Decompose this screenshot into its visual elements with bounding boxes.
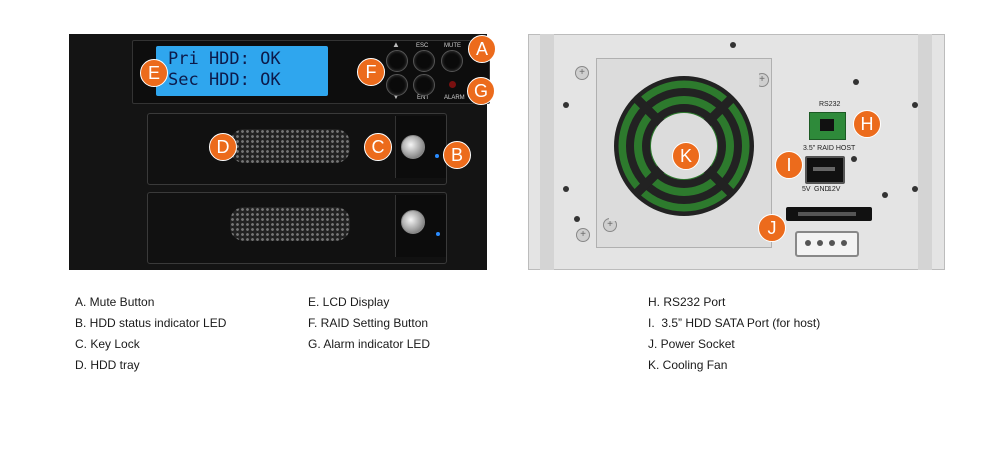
marker-g: G <box>467 77 495 105</box>
legend-d: D. HDD tray <box>75 358 140 372</box>
hdd-led-2 <box>436 232 440 236</box>
legend-f: F. RAID Setting Button <box>308 316 428 330</box>
legend-e: E. LCD Display <box>308 295 389 309</box>
lcd-line-1: Pri HDD: OK <box>168 49 281 69</box>
up-button[interactable] <box>386 50 408 72</box>
legend-k: K. Cooling Fan <box>648 358 727 372</box>
marker-h: H <box>853 110 881 138</box>
rear-left-flange <box>540 34 554 270</box>
mute-label: MUTE <box>444 43 461 49</box>
mute-button[interactable] <box>441 50 463 72</box>
marker-d: D <box>209 133 237 161</box>
marker-i: I <box>775 151 803 179</box>
screw-icon: + <box>575 66 589 80</box>
tray-2-grille <box>230 207 350 241</box>
marker-j: J <box>758 214 786 242</box>
marker-e: E <box>140 59 168 87</box>
mount-hole <box>882 192 888 198</box>
lcd-line-2: Sec HDD: OK <box>168 70 281 90</box>
tray-1-grille <box>230 129 350 163</box>
down-button[interactable] <box>386 74 408 96</box>
alarm-label: ALARM <box>444 95 465 101</box>
raid-host-label: 3.5" RAID HOST <box>803 145 855 152</box>
sata-host-port[interactable] <box>805 156 845 184</box>
mount-hole <box>563 186 569 192</box>
legend-h: H. RS232 Port <box>648 295 725 309</box>
marker-k: K <box>672 142 700 170</box>
mount-hole <box>574 216 580 222</box>
legend-j: J. Power Socket <box>648 337 735 351</box>
legend-c: C. Key Lock <box>75 337 140 351</box>
5v-label: 5V <box>802 186 811 193</box>
mount-hole <box>853 79 859 85</box>
rs232-port[interactable] <box>809 112 846 140</box>
marker-b: B <box>443 141 471 169</box>
12v-label: 12V <box>828 186 840 193</box>
screw-icon: + <box>576 228 590 242</box>
legend-i: I. 3.5” HDD SATA Port (for host) <box>648 316 820 330</box>
mount-hole <box>912 102 918 108</box>
rs232-label: RS232 <box>819 101 840 108</box>
key-lock-1[interactable] <box>401 135 425 159</box>
mount-hole <box>730 42 736 48</box>
sata-power-connector <box>786 207 872 221</box>
ent-button[interactable] <box>413 74 435 96</box>
key-lock-2[interactable] <box>401 210 425 234</box>
legend-a: A. Mute Button <box>75 295 154 309</box>
rear-right-flange <box>918 34 932 270</box>
lcd-display: Pri HDD: OK Sec HDD: OK <box>156 46 328 96</box>
marker-c: C <box>364 133 392 161</box>
legend-g: G. Alarm indicator LED <box>308 337 430 351</box>
esc-label: ESC <box>416 43 428 49</box>
arrow-up-icon: ▲ <box>392 40 400 49</box>
legend-b: B. HDD status indicator LED <box>75 316 226 330</box>
mount-hole <box>563 102 569 108</box>
esc-button[interactable] <box>413 50 435 72</box>
alarm-led <box>449 81 456 88</box>
marker-a: A <box>468 35 496 63</box>
power-socket[interactable] <box>795 231 859 257</box>
mount-hole <box>851 156 857 162</box>
mount-hole <box>912 186 918 192</box>
hdd-led-1 <box>435 154 439 158</box>
marker-f: F <box>357 58 385 86</box>
